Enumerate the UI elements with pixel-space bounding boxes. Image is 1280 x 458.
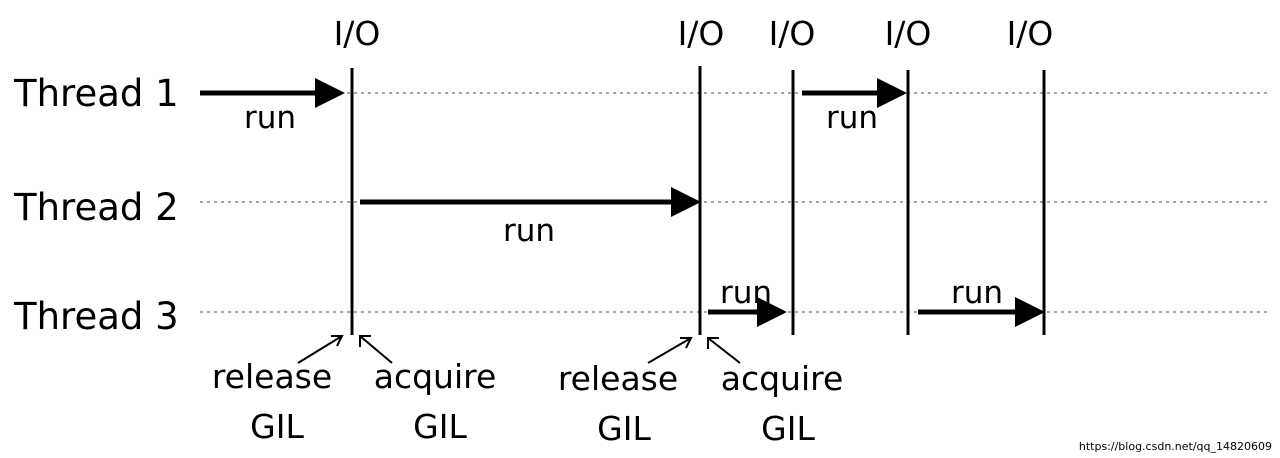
acquire-gil-1-line2: GIL (413, 407, 467, 446)
io-label-5: I/O (1007, 14, 1054, 53)
acquire-pointer-2 (707, 337, 741, 364)
io-label-3: I/O (769, 14, 816, 53)
run-label-thread-3-a: run (720, 275, 772, 311)
acquire-pointer-1 (359, 335, 393, 364)
thread-3-label: Thread 3 (13, 295, 179, 338)
release-gil-2-line1: release (558, 359, 678, 398)
run-label-thread-1-b: run (826, 100, 878, 136)
acquire-gil-1-line1: acquire (374, 357, 497, 396)
acquire-gil-2-line1: acquire (721, 359, 844, 398)
release-pointer-1 (297, 335, 344, 364)
release-gil-2-line2: GIL (597, 409, 651, 448)
io-label-2: I/O (678, 14, 725, 53)
run-label-thread-1-a: run (244, 100, 296, 136)
run-label-thread-2: run (503, 213, 555, 249)
release-gil-1-line1: release (212, 357, 332, 396)
acquire-gil-2-line2: GIL (761, 409, 815, 448)
thread-1-label: Thread 1 (13, 72, 179, 115)
thread-2-label: Thread 2 (13, 186, 179, 229)
io-label-4: I/O (885, 14, 932, 53)
io-label-1: I/O (334, 14, 381, 53)
run-label-thread-3-b: run (951, 275, 1003, 311)
release-gil-1-line2: GIL (250, 407, 304, 446)
release-pointer-2 (647, 337, 693, 364)
watermark-text: https://blog.csdn.net/qq_14820609 (1079, 440, 1272, 453)
